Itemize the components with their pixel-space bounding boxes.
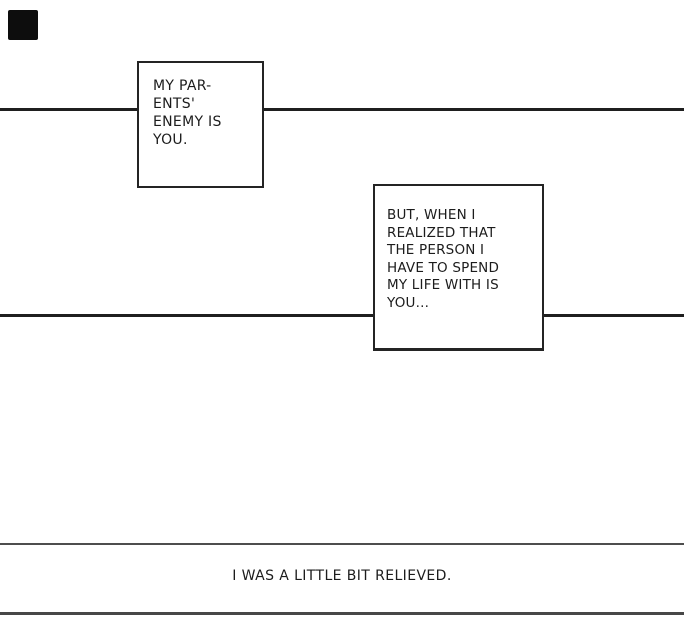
speech-box-2: BUT, WHEN I REALIZED THAT THE PERSON I H… <box>373 184 544 351</box>
speech-box-1-line: MY PAR- <box>153 78 212 94</box>
speech-box-1-line: ENTS' <box>153 96 196 112</box>
speech-box-2-line: MY LIFE WITH IS <box>387 277 499 293</box>
speech-box-2-line: HAVE TO SPEND <box>387 259 500 276</box>
panel-line-2-left-segment <box>0 314 373 317</box>
caption-strip-bottom-rule <box>0 612 684 615</box>
speech-box-1: MY PAR- ENTS' ENEMY IS YOU. <box>137 61 264 188</box>
speech-box-2-line: BUT, WHEN I <box>387 207 476 223</box>
speech-box-2-line: YOU... <box>387 294 430 311</box>
panel-line-2-right-segment <box>543 314 684 317</box>
speech-box-2-line: REALIZED THAT <box>387 224 496 241</box>
speech-box-2-line: THE PERSON I <box>387 242 485 258</box>
panel-line-1-left-segment <box>0 108 137 111</box>
caption-strip-top-rule <box>0 543 684 545</box>
panel-line-1-right-segment <box>263 108 684 111</box>
corner-black-panel <box>8 10 38 40</box>
narration-caption: I WAS A LITTLE BIT RELIEVED. <box>232 568 452 584</box>
speech-box-1-line: ENEMY IS <box>153 114 222 130</box>
speech-box-1-line: YOU. <box>153 132 188 148</box>
